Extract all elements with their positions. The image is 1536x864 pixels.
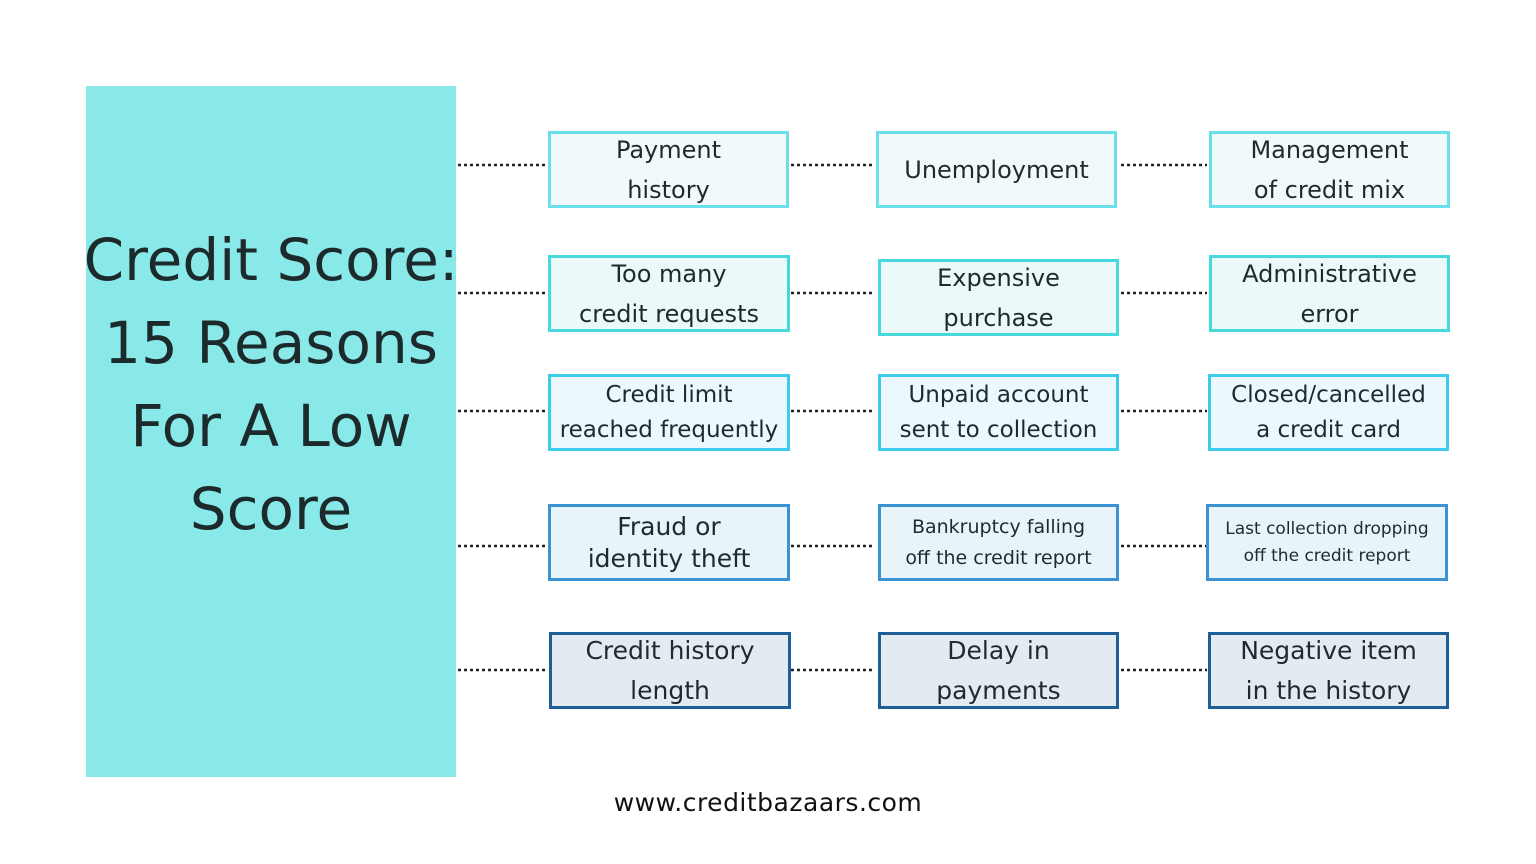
- reason-label: Administrative: [1242, 259, 1417, 288]
- reason-label: identity theft: [587, 543, 751, 573]
- reason-label: Last collection dropping: [1225, 518, 1429, 539]
- reason-label: off the credit report: [1243, 545, 1411, 566]
- reason-box: Too many credit requests: [548, 255, 790, 332]
- reason-box: Expensive purchase: [878, 259, 1119, 336]
- reason-box: Payment history: [548, 131, 789, 208]
- title-line: For A Low: [130, 391, 412, 460]
- reason-label: Bankruptcy falling: [911, 515, 1086, 538]
- reason-box: Credit limit reached frequently: [548, 374, 790, 451]
- reason-box: Closed/cancelled a credit card: [1208, 374, 1449, 451]
- reason-box: Negative item in the history: [1208, 632, 1449, 709]
- reason-box: Unpaid account sent to collection: [878, 374, 1119, 451]
- reason-box: Unemployment: [876, 131, 1117, 208]
- reason-box: Bankruptcy falling off the credit report: [878, 504, 1119, 581]
- title-line: Credit Score:: [83, 225, 459, 294]
- reason-label: Unemployment: [904, 155, 1089, 184]
- reason-label: Unpaid account: [908, 381, 1089, 408]
- reason-box: Last collection dropping off the credit r…: [1206, 504, 1448, 581]
- reason-box: Administrative error: [1209, 255, 1450, 332]
- title-line: 15 Reasons: [104, 308, 438, 377]
- reason-label: purchase: [943, 303, 1054, 332]
- website-url: www.creditbazaars.com: [613, 788, 923, 817]
- reason-label: Expensive: [937, 263, 1060, 292]
- reason-label: of credit mix: [1253, 175, 1406, 204]
- reason-label: Fraud or: [617, 511, 721, 541]
- reason-label: Management: [1250, 135, 1409, 164]
- title-panel: Credit Score: 15 Reasons For A Low Score: [84, 86, 459, 777]
- reason-box: Delay in payments: [878, 632, 1119, 709]
- reason-label: history: [627, 175, 710, 204]
- reason-label: Negative item: [1240, 635, 1417, 665]
- reason-label: error: [1300, 299, 1359, 328]
- reason-label: length: [630, 675, 710, 705]
- reason-label: credit requests: [579, 299, 759, 328]
- reason-label: payments: [936, 675, 1061, 705]
- reason-label: sent to collection: [899, 416, 1098, 443]
- reason-label: Credit limit: [605, 381, 733, 408]
- reason-box: Management of credit mix: [1209, 131, 1450, 208]
- reason-label: Too many: [611, 259, 727, 288]
- reason-label: off the credit report: [905, 546, 1092, 569]
- reason-label: in the history: [1245, 675, 1412, 705]
- reason-box: Credit history length: [549, 632, 791, 709]
- reason-label: Closed/cancelled: [1231, 381, 1426, 408]
- reason-label: Delay in: [947, 635, 1050, 665]
- reason-label: reached frequently: [559, 416, 779, 443]
- diagram-title: Credit Score: 15 Reasons For A Low Score: [84, 219, 459, 551]
- title-line: Score: [189, 474, 353, 543]
- reason-label: a credit card: [1256, 416, 1401, 443]
- reason-label: Payment: [615, 135, 722, 164]
- reason-label: Credit history: [585, 635, 755, 665]
